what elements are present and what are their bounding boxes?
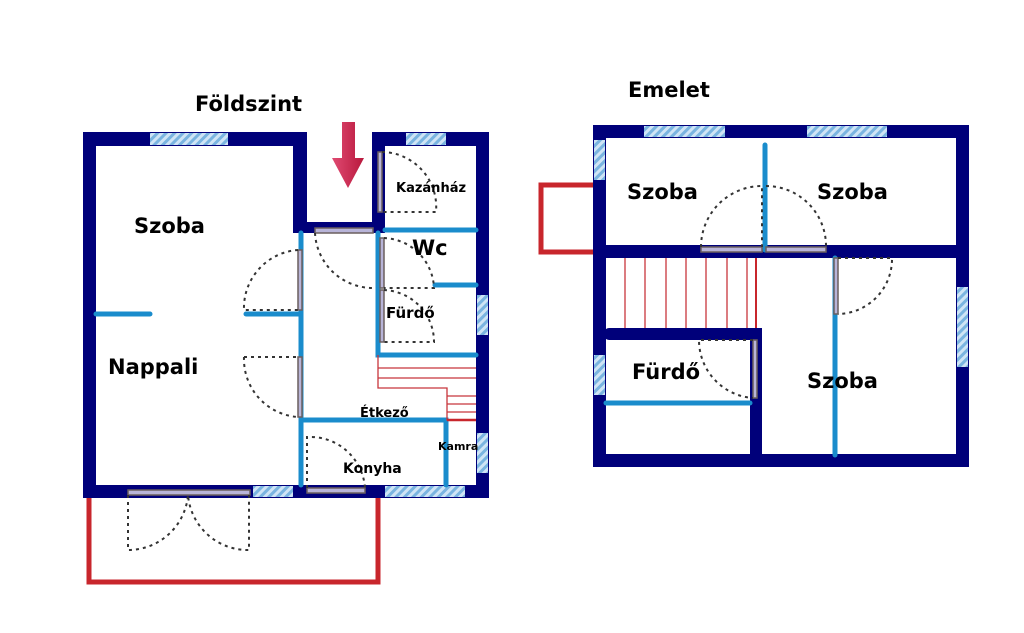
- balcony-outline: [538, 182, 593, 255]
- windows: [150, 133, 488, 497]
- room-label-etkezo: Étkező: [360, 405, 409, 421]
- ground-floor-title: Földszint: [195, 92, 302, 116]
- upper-floor-plan: Emelet: [538, 78, 969, 467]
- terrace-outline: [86, 498, 381, 585]
- windows-upper: [594, 126, 968, 395]
- room-label-kamra: Kamra: [438, 440, 478, 453]
- room-label-nappali: Nappali: [108, 355, 198, 379]
- room-label-furdo-upper: Fürdő: [632, 360, 700, 384]
- room-label-szoba-2: Szoba: [817, 180, 888, 204]
- staircase: [377, 355, 476, 422]
- staircase-upper: [624, 258, 757, 328]
- room-label-konyha: Konyha: [343, 461, 402, 477]
- outer-walls-upper: [593, 125, 969, 467]
- doors: [127, 151, 438, 552]
- room-label-szoba-1: Szoba: [627, 180, 698, 204]
- room-label-wc: Wc: [412, 236, 448, 260]
- room-label-szoba: Szoba: [134, 214, 205, 238]
- room-label-szoba-3: Szoba: [807, 369, 878, 393]
- doors-upper: [697, 184, 894, 399]
- room-label-kazanhaz: Kazánház: [396, 181, 466, 196]
- room-label-furdo: Fürdő: [386, 304, 435, 322]
- upper-floor-title: Emelet: [628, 78, 710, 102]
- ground-floor-plan: Földszint: [83, 92, 489, 585]
- entrance-arrow-icon: [332, 122, 364, 188]
